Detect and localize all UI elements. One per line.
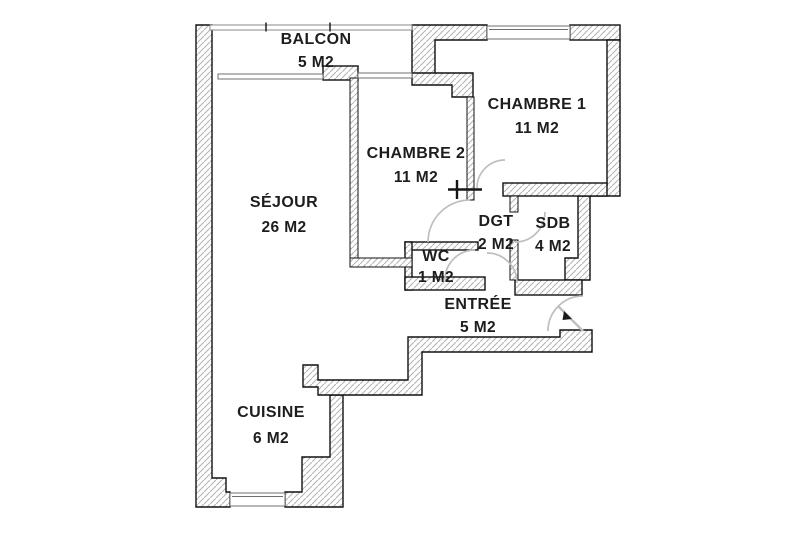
walls	[195, 24, 621, 508]
room-labels: BALCON 5 M2 CHAMBRE 1 11 M2 CHAMBRE 2 11…	[237, 31, 586, 447]
wall-sdb-south	[514, 279, 583, 296]
room-label-sdb: SDB	[536, 215, 571, 232]
door-arc-chambre2	[427, 199, 471, 243]
room-label-dgt: DGT	[479, 213, 514, 230]
room-label-entree: ENTRÉE	[444, 294, 511, 313]
balcony-railing	[209, 24, 413, 31]
room-area-chambre2: 11 M2	[394, 169, 438, 186]
windows	[209, 22, 571, 507]
room-label-chambre1: CHAMBRE 1	[488, 96, 587, 113]
wall-dgt-sdb-north	[509, 195, 519, 213]
window-cuisine	[229, 492, 286, 507]
wall-chambre2-south	[349, 257, 413, 268]
room-area-sejour: 26 M2	[261, 219, 306, 236]
room-area-balcon: 5 M2	[298, 54, 334, 71]
room-area-cuisine: 6 M2	[253, 430, 289, 447]
room-label-chambre2: CHAMBRE 2	[367, 145, 466, 162]
room-label-cuisine: CUISINE	[237, 404, 305, 421]
window-chambre1	[486, 25, 571, 40]
room-label-wc: WC	[422, 248, 450, 265]
window-chambre2-balcony	[357, 72, 413, 79]
wall-kitchen-southeast	[284, 394, 344, 508]
doors	[427, 159, 584, 332]
room-label-sejour: SÉJOUR	[250, 192, 318, 211]
front-entrance-arrow-icon	[562, 311, 572, 320]
window-sejour-balcony	[217, 73, 324, 80]
room-area-dgt: 2 M2	[478, 236, 514, 253]
wall-chambre2-northeast	[411, 72, 474, 98]
room-area-chambre1: 11 M2	[515, 120, 559, 137]
room-area-wc: 1 M2	[418, 269, 454, 286]
wall-chambre1-south	[502, 182, 608, 197]
wall-balcony-east	[411, 24, 488, 78]
wall-dgt-sdb-south	[509, 239, 519, 281]
wall-chambre2-east	[466, 96, 475, 201]
wall-chambre2-west	[349, 77, 359, 259]
wall-sejour-entree-south	[302, 329, 593, 396]
room-area-entree: 5 M2	[460, 319, 496, 336]
wall-east-exterior	[577, 39, 621, 197]
door-arc-wc	[444, 249, 476, 281]
room-area-sdb: 4 M2	[535, 238, 571, 255]
wall-left-exterior	[195, 24, 231, 508]
wall-north-east	[569, 24, 621, 41]
door-arc-dgt-entree	[486, 252, 518, 284]
door-arc-sdb	[514, 211, 546, 243]
room-label-balcon: BALCON	[281, 31, 352, 48]
door-arc-chambre1	[476, 159, 506, 189]
